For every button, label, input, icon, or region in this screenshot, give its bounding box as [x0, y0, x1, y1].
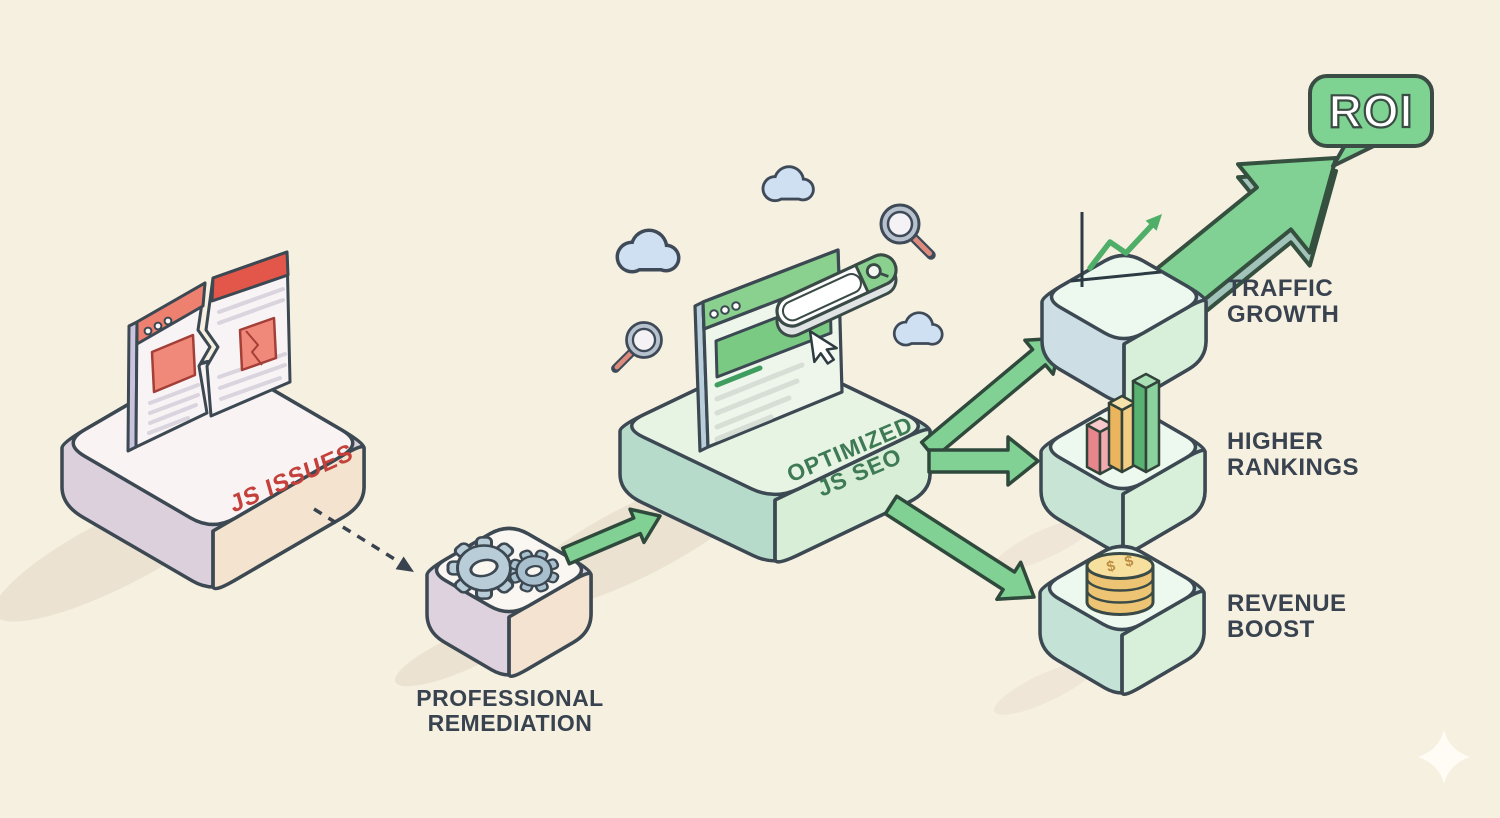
line-chart-icon: [1070, 212, 1162, 287]
seo-platform-right-face: [773, 427, 932, 564]
revenue-label-line2: BOOST: [1227, 616, 1315, 644]
broken-browser-left-header: [135, 281, 207, 346]
revenue-label-line1: REVENUE: [1227, 590, 1347, 617]
cursor-icon: [808, 329, 838, 365]
arrow-to-revenue: [883, 494, 1036, 602]
arrow-to-traffic: [919, 336, 1064, 460]
search-bar-icon: [775, 253, 898, 338]
cloud-icons: [615, 165, 944, 347]
roi-bubble-body: [1308, 74, 1434, 148]
dashed-arrow: [313, 507, 414, 572]
broken-image-block: [150, 333, 197, 394]
remediation-label-line2: REMEDIATION: [427, 710, 593, 737]
revenue-right-face: [1120, 589, 1206, 696]
broken-browser-icon: [126, 250, 292, 453]
coins-icon: $ $: [1085, 552, 1155, 616]
outcome-arrows: [883, 336, 1064, 602]
remediation-right-face: [507, 571, 593, 678]
remediation-label: PROFESSIONAL REMEDIATION: [410, 685, 610, 737]
search-handle: [879, 272, 889, 278]
magnifier-icon: [611, 321, 663, 373]
text-lines: [714, 362, 805, 442]
traffic-growth-label: TRAFFIC GROWTH: [1227, 275, 1340, 329]
arrow-remediation-to-seo: [560, 507, 662, 566]
higher-rankings-label: HIGHER RANKINGS: [1227, 428, 1360, 482]
shadow-revenue: [993, 661, 1097, 715]
browser-dot: [709, 309, 719, 319]
cloud-icon: [892, 311, 944, 347]
magnifier-icons: [611, 203, 936, 373]
rankings-label-line2: RANKINGS: [1227, 454, 1360, 482]
browser-dot: [731, 301, 741, 311]
magnifier-icon: [879, 203, 936, 260]
browser-dot: [163, 316, 173, 326]
remediation-label-line1: PROFESSIONAL: [416, 685, 604, 711]
shadow-rankings: [993, 517, 1097, 571]
cloud-icon: [761, 165, 815, 203]
gears-icon: [446, 536, 560, 600]
bar-chart-icon: [1085, 372, 1161, 476]
cloud-icon: [615, 228, 681, 274]
roi-bubble: [1308, 74, 1434, 168]
crack-line: [245, 330, 263, 366]
traffic-top-face: [1049, 253, 1199, 341]
browser-dot: [143, 326, 153, 336]
traffic-label-line1: TRAFFIC: [1227, 275, 1334, 302]
arrow-to-rankings: [927, 435, 1040, 487]
dashed-arrow-head: [395, 556, 414, 572]
browser-dot: [720, 305, 730, 315]
text-lines: [147, 383, 200, 435]
issues-platform-right-face: [211, 444, 366, 591]
traffic-label-line2: GROWTH: [1227, 301, 1340, 329]
broken-browser-right-header: [210, 250, 290, 303]
roi-label: ROI: [1328, 84, 1414, 137]
search-glass: [865, 263, 882, 279]
sparkle-icon: [1418, 730, 1470, 784]
search-field: [781, 273, 862, 322]
revenue-boost-label: REVENUE BOOST: [1227, 590, 1347, 644]
text-lines: [217, 287, 287, 401]
rankings-label-line1: HIGHER: [1227, 428, 1324, 455]
browser-dot: [153, 321, 163, 331]
